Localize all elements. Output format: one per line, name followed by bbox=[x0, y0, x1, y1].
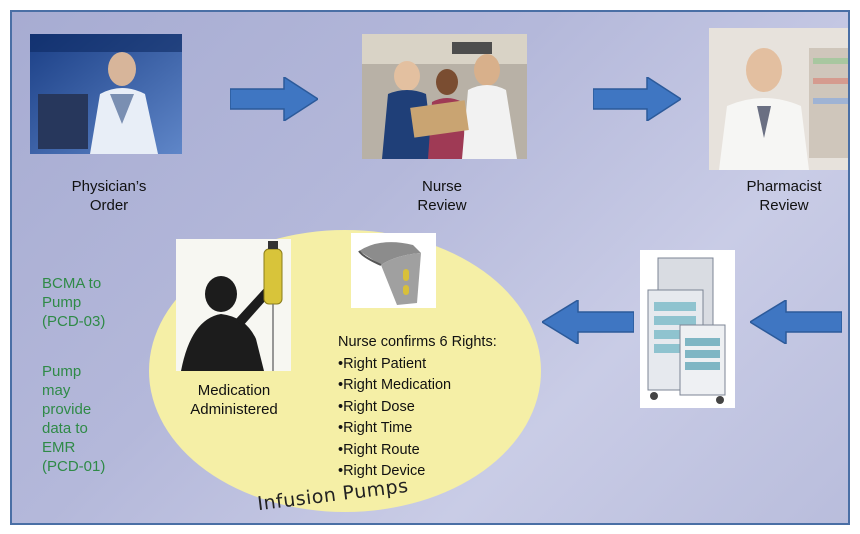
iv-bag-photo bbox=[176, 239, 291, 371]
arrow-right-icon bbox=[230, 77, 318, 121]
list-item: •Right Dose bbox=[338, 398, 415, 415]
barcode-scanner-photo bbox=[351, 233, 436, 308]
physician-photo bbox=[30, 34, 182, 154]
list-item: •Right Patient bbox=[338, 355, 427, 372]
list-item: •Right Route bbox=[338, 441, 420, 458]
arrow-left-icon bbox=[542, 300, 634, 344]
nurse-review-photo bbox=[362, 34, 527, 159]
list-item: •Right Time bbox=[338, 420, 413, 436]
bcma-note: BCMA to Pump (PCD-03) bbox=[42, 275, 106, 330]
rights-items: •Right Patient •Right Medication •Right … bbox=[338, 354, 497, 483]
rights-heading: Nurse confirms 6 Rights: bbox=[338, 334, 497, 350]
pharmacist-photo bbox=[709, 28, 848, 170]
list-item: •Right Device bbox=[338, 463, 426, 479]
pump-note: Pump may provide data to EMR (PCD-01) bbox=[42, 363, 106, 475]
medication-cart-photo bbox=[640, 250, 735, 408]
arrow-left-icon bbox=[750, 300, 842, 344]
list-item: •Right Medication bbox=[338, 377, 452, 393]
rights-list: Nurse confirms 6 Rights: •Right Patient … bbox=[338, 332, 497, 483]
arrow-right-icon bbox=[593, 77, 681, 121]
